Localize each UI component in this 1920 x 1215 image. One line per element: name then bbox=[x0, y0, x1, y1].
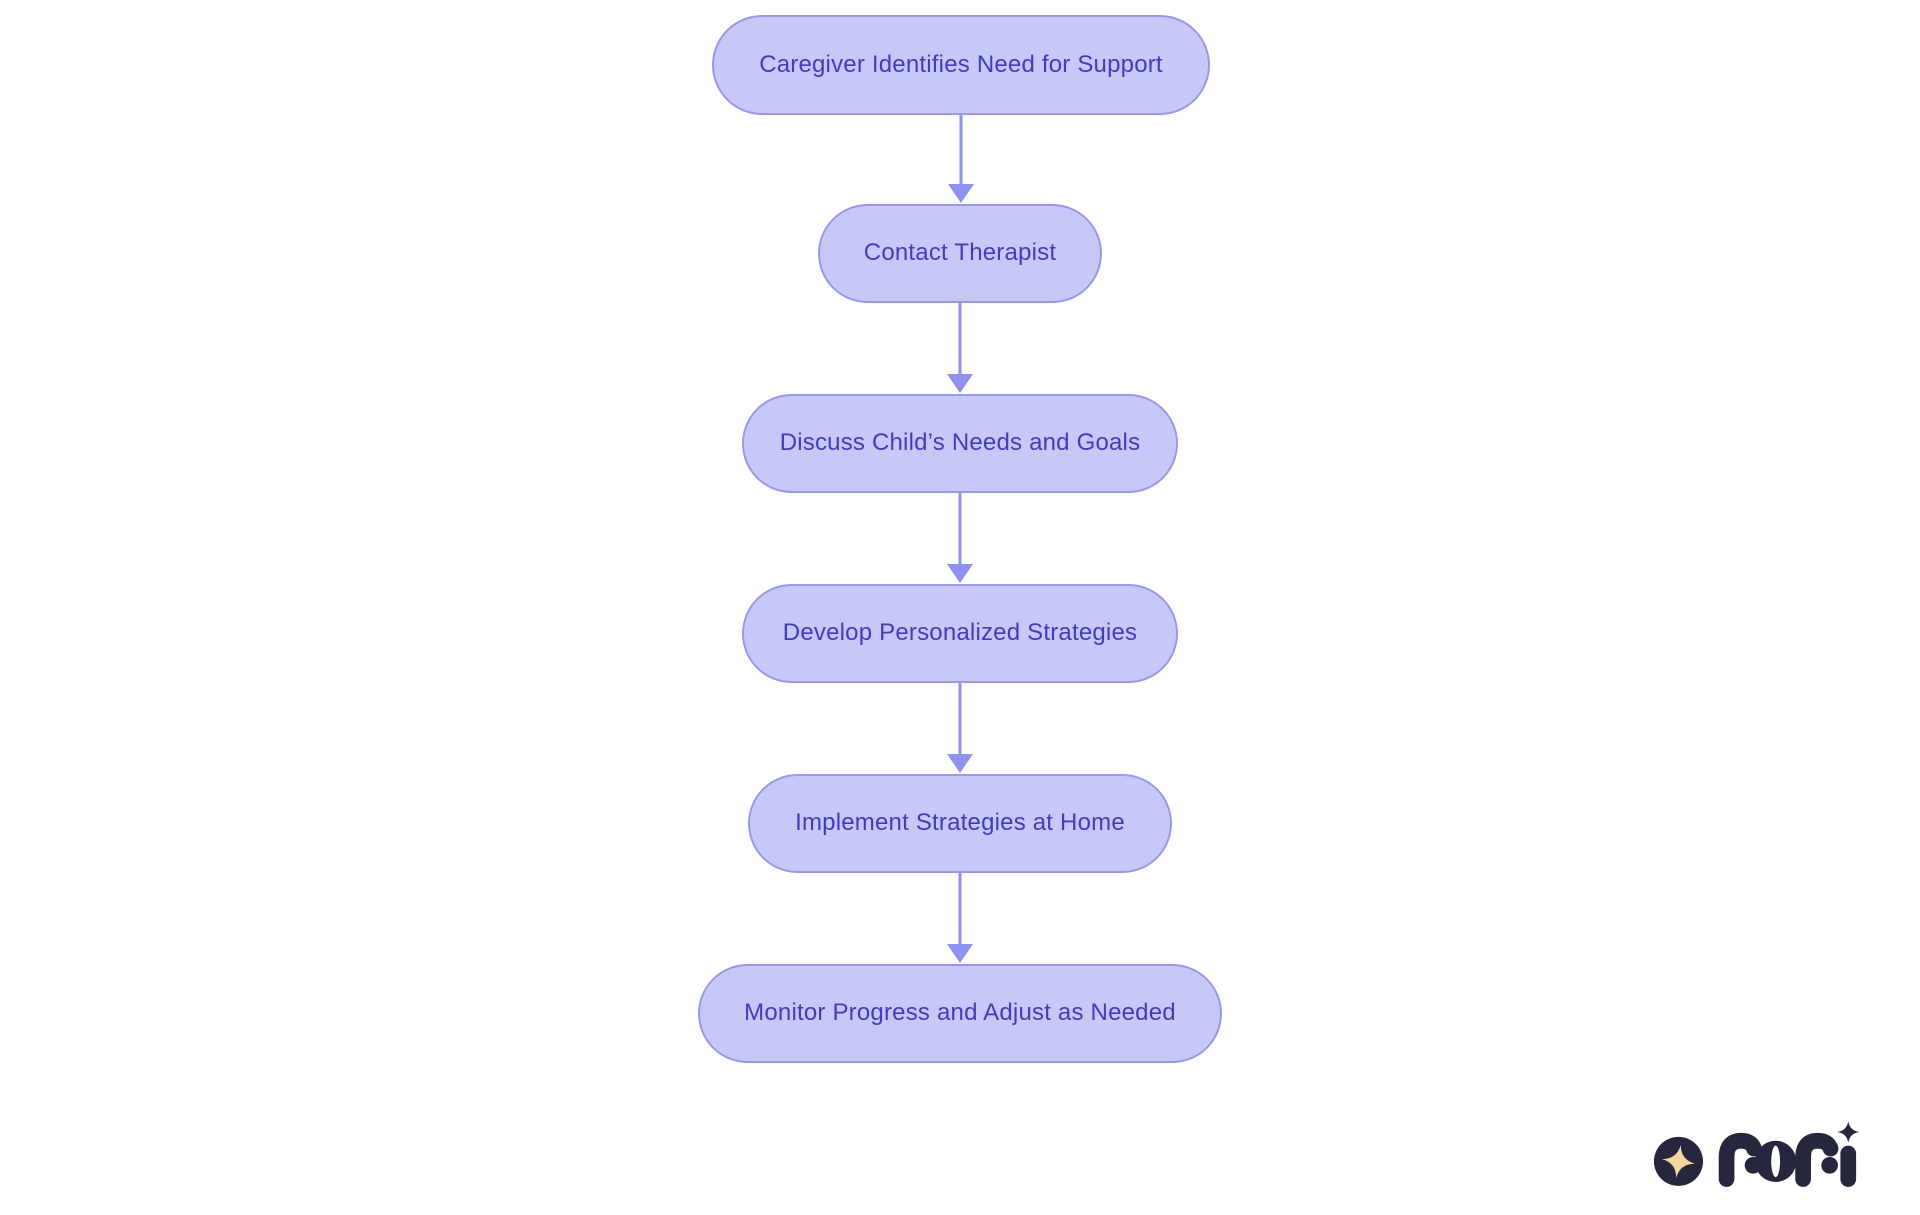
flow-node-label: Implement Strategies at Home bbox=[795, 809, 1125, 837]
flow-node-n1: Caregiver Identifies Need for Support bbox=[712, 15, 1210, 115]
rori-badge-icon bbox=[1653, 1136, 1703, 1186]
flow-arrowhead bbox=[947, 564, 973, 583]
flow-arrowhead bbox=[947, 374, 973, 393]
flow-node-label: Caregiver Identifies Need for Support bbox=[759, 50, 1163, 78]
flow-node-n5: Implement Strategies at Home bbox=[748, 774, 1172, 873]
sparkle-icon bbox=[1661, 1144, 1695, 1178]
flow-arrowhead bbox=[947, 944, 973, 963]
flow-node-label: Develop Personalized Strategies bbox=[782, 619, 1138, 647]
flow-node-n6: Monitor Progress and Adjust as Needed bbox=[698, 964, 1222, 1063]
flow-arrowhead bbox=[948, 184, 974, 203]
rori-logo bbox=[1653, 1121, 1860, 1187]
flow-node-n4: Develop Personalized Strategies bbox=[742, 584, 1178, 683]
flow-arrowhead bbox=[947, 754, 973, 773]
sparkle-small-icon bbox=[1837, 1121, 1860, 1143]
flow-node-label: Discuss Child’s Needs and Goals bbox=[779, 429, 1141, 457]
flow-node-label: Contact Therapist bbox=[863, 239, 1057, 267]
flow-node-label: Monitor Progress and Adjust as Needed bbox=[744, 999, 1176, 1027]
rori-wordmark bbox=[1718, 1121, 1860, 1187]
flow-node-n2: Contact Therapist bbox=[818, 204, 1102, 303]
flow-node-n3: Discuss Child’s Needs and Goals bbox=[742, 394, 1178, 493]
